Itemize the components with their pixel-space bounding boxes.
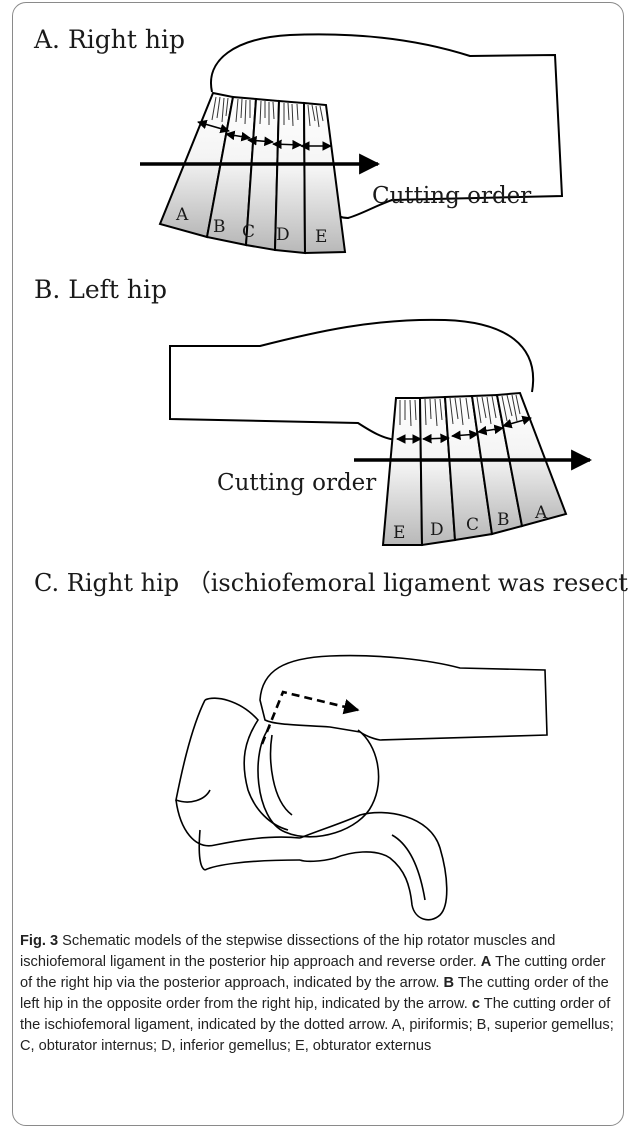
muscle-label-b-4: B xyxy=(497,510,510,530)
muscle-label-b-5: A xyxy=(534,503,548,523)
muscle-label-b-3: C xyxy=(466,515,479,535)
muscle-label-a-1: A xyxy=(175,205,189,225)
caption-key-b: B xyxy=(443,975,454,991)
panel-b-title: B. Left hip xyxy=(34,275,167,304)
muscle-label-a-2: B xyxy=(213,217,226,237)
panel-c: C. Right hip （ischiofemoral ligament was… xyxy=(34,569,629,920)
dotted-arrow-ligament xyxy=(262,692,358,744)
muscle-label-a-3: C xyxy=(242,222,255,242)
panel-c-title: C. Right hip （ischiofemoral ligament was… xyxy=(34,569,629,597)
caption-fig-label: Fig. 3 xyxy=(20,933,58,949)
hip-joint-outline xyxy=(176,656,547,920)
cutting-order-label-b: Cutting order xyxy=(217,470,376,496)
figure-caption: Fig. 3 Schematic models of the stepwise … xyxy=(20,931,620,1057)
cutting-order-label-a: Cutting order xyxy=(372,183,531,209)
caption-key-a: A xyxy=(481,954,492,970)
caption-intro: Schematic models of the stepwise dissect… xyxy=(20,933,555,970)
figure-illustration: A. Right hip Cutting xyxy=(0,0,629,930)
panel-a: A. Right hip Cutting xyxy=(33,25,562,253)
muscle-label-a-4: D xyxy=(276,225,290,245)
panel-a-title: A. Right hip xyxy=(33,25,185,54)
panel-b: B. Left hip Cutting order E D C xyxy=(34,275,590,545)
caption-key-c: c xyxy=(472,996,480,1012)
muscle-label-b-1: E xyxy=(393,523,405,543)
muscle-label-b-2: D xyxy=(430,520,444,540)
muscle-label-a-5: E xyxy=(315,227,327,247)
